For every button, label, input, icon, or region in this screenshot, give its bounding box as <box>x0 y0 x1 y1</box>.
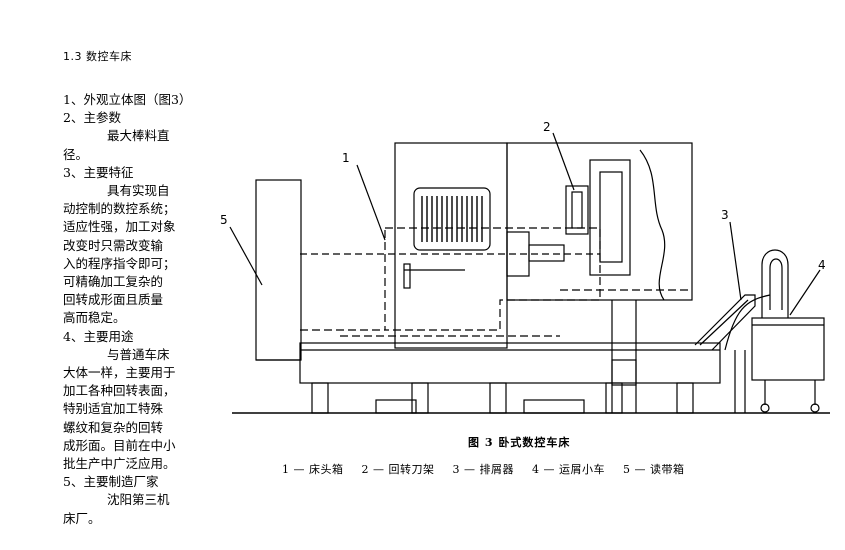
callout-3: 3 <box>721 208 729 222</box>
callout-2: 2 <box>543 120 551 134</box>
callout-4: 4 <box>818 258 826 272</box>
section-line: 沈阳第三机 <box>107 492 170 508</box>
section-line: 径。 <box>63 146 89 162</box>
figure-caption: 图 3 卧式数控车床 <box>468 436 571 449</box>
section-line: 可精确加工复杂的 <box>63 274 164 290</box>
section-title: 5、主要制造厂家 <box>63 474 159 490</box>
section-line: 与普通车床 <box>107 346 170 362</box>
legend-item: 4 — 运屑小车 <box>532 463 605 476</box>
legend-item: 3 — 排屑器 <box>452 463 514 476</box>
section-line: 回转成形面且质量 <box>63 292 164 308</box>
section-title: 1、外观立体图（图3） <box>63 92 192 107</box>
section-line: 螺纹和复杂的回转 <box>63 419 164 435</box>
figure-legend: 1 — 床头箱 2 — 回转刀架 3 — 排屑器 4 — 运屑小车 5 — 读带… <box>282 461 699 477</box>
section-line: 高而稳定。 <box>63 310 126 326</box>
section-line: 入的程序指令即可； <box>63 255 176 271</box>
section-line: 具有实现自 <box>107 183 170 199</box>
legend-item: 2 — 回转刀架 <box>361 463 435 476</box>
section-title: 2、主参数 <box>63 110 121 126</box>
section-line: 床厂。 <box>63 510 101 526</box>
section-line: 改变时只需改变输 <box>63 237 164 253</box>
section-line: 最大棒料直 <box>107 128 170 144</box>
section-title: 3、主要特征 <box>63 164 134 180</box>
section-line: 特别适宜加工特殊 <box>63 401 164 417</box>
section-line: 大体一样，主要用于 <box>63 365 176 381</box>
section-line: 加工各种回转表面， <box>63 383 176 399</box>
section-heading: 1.3 数控车床 <box>63 50 132 63</box>
callout-5: 5 <box>220 213 228 227</box>
callout-1: 1 <box>342 151 350 165</box>
legend-item: 1 — 床头箱 <box>282 463 344 476</box>
section-line: 成形面。目前在中小 <box>63 437 176 453</box>
section-title: 4、主要用途 <box>63 328 134 344</box>
section-line: 动控制的数控系统； <box>63 201 176 217</box>
section-line: 适应性强，加工对象 <box>63 219 176 235</box>
section-line: 批生产中广泛应用。 <box>63 456 176 472</box>
legend-item: 5 — 读带箱 <box>623 463 685 476</box>
spec-text: 1、外观立体图（图3） 2、主参数 最大棒料直 径。 3、主要特征 具有实现自 … <box>63 91 193 528</box>
